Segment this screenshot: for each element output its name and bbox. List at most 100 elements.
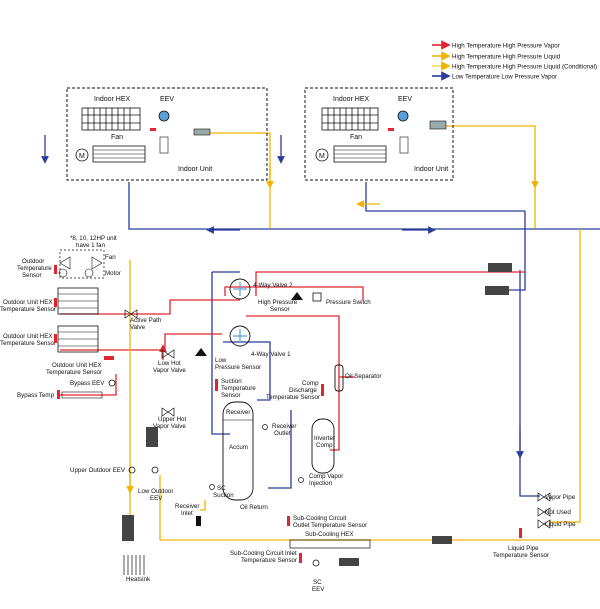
yellow-pipe-receiver-inlet — [200, 500, 206, 511]
note-line-2: have 1 fan — [76, 242, 105, 249]
sc-filter-icon — [339, 558, 359, 566]
liquid-pipe-sensor-l2: Temperature Sensor — [493, 552, 549, 559]
high-pressure-sensor-icon — [291, 292, 303, 300]
indoor-hex-coil-2 — [321, 107, 379, 131]
heatsink-filter-icon — [122, 515, 134, 541]
upper-outdoor-eev-icon — [128, 466, 136, 474]
low-outdoor-eev-icon — [151, 466, 159, 474]
vapor-filter-icon-1 — [488, 263, 512, 272]
red-pipe-bypass — [60, 374, 117, 396]
low-pressure-l1: Low — [215, 357, 227, 364]
upper-hot-l1: Upper Hot — [158, 416, 186, 423]
low-hot-l2: Vapor Valve — [153, 367, 186, 374]
low-hot-l1: Low Hot — [158, 360, 181, 367]
motor-icon-2 — [315, 148, 329, 162]
not-used-valve-icon — [537, 507, 551, 517]
low-pressure-l2: Pressure Sensor — [215, 364, 261, 371]
comp-discharge-l1: Comp — [302, 380, 319, 387]
red-pipe-hex1 — [60, 299, 240, 315]
comp-discharge-l2: Discharge — [289, 387, 317, 394]
indoor-unit-1-box — [66, 87, 268, 181]
hex2-sensor-l1: Outdoor Unit HEX — [3, 333, 53, 340]
not-used-label: Not Used — [545, 509, 571, 516]
red-pipe-hex2 — [60, 333, 222, 351]
fan-icon — [92, 145, 146, 163]
distributor-icon-2 — [399, 136, 409, 154]
outdoor-temp-sensor-marker — [54, 265, 57, 274]
suction-sensor-l3: Sensor — [221, 392, 241, 399]
eev-valve-icon — [158, 110, 170, 122]
indoor-unit-label-2: Indoor Unit — [414, 166, 448, 173]
receiver-outlet-l2: Outlet — [274, 430, 291, 437]
comp-discharge-l3: Temperatue Sensor — [266, 394, 320, 401]
outdoor-fan-icon-2 — [91, 256, 103, 270]
eev-label: EEV — [160, 96, 174, 103]
sc-outlet-sensor-l1: Sub-Cooling Circuit — [293, 515, 347, 522]
vapor-filter-icon-2 — [485, 286, 509, 295]
hex2-outlet-marker — [104, 356, 114, 360]
four-way-valves: 4-Way Valve 2 4-Way Valve 1 High Pressur… — [195, 278, 371, 371]
hex3-sensor-l2: Temperature Sensor — [46, 369, 102, 376]
sc-inlet-sensor-l1: Sub-Cooling Circuit Inlet — [230, 550, 297, 557]
strainer-icon-2 — [429, 120, 447, 130]
distributor-icon — [159, 136, 169, 154]
inverter-comp-vessel — [311, 418, 335, 474]
strainer-icon — [193, 128, 211, 136]
indoor-sensor-marker — [150, 128, 156, 131]
outdoor-temp-sensor-l1: Outdoor — [22, 258, 44, 265]
indoor-hex-label-2: Indoor HEX — [333, 96, 370, 103]
fan-label: Fan — [111, 134, 123, 141]
service-valves: Vapor Pipe Not Used Liquid Pipe Liquid P… — [485, 263, 576, 559]
blue-pipe-4way-accum — [211, 272, 230, 435]
legend-label-hthp-vapor: High Temperature High Pressure Vapor — [452, 43, 560, 50]
motor-text: Motor — [105, 270, 121, 277]
low-pressure-sensor-icon — [195, 348, 207, 356]
receiver-inlet-l1: Receiver — [175, 503, 199, 510]
indoor-sensor-marker-2 — [388, 128, 394, 131]
indoor-unit-1: Indoor HEX EEV Fan M Indoor Unit — [66, 87, 268, 181]
liquid-filter-icon — [432, 536, 452, 544]
compressor-area: Comp Discharge Temperatue Sensor Oil Sep… — [266, 364, 381, 487]
accumulator-area: Suction Temperature Sensor Receiver Accu… — [175, 378, 296, 526]
low-hot-vapor-valve-icon — [161, 349, 175, 359]
subcooling-area: Sub-Cooling Circuit Outlet Temperature S… — [230, 515, 452, 593]
oil-return-label: Oil Return — [240, 504, 268, 511]
blue-pipe-vapor-service — [519, 270, 540, 497]
suction-sensor-l2: Temperature — [221, 385, 256, 392]
red-pipe-4way-out — [255, 271, 525, 296]
yellow-pipe-indoor2 — [432, 125, 536, 228]
vapor-pipe-valve-icon — [537, 492, 551, 502]
active-path-l2: Valve — [130, 324, 146, 331]
outdoor-motor-icon — [58, 268, 68, 278]
sc-inlet-sensor-marker — [299, 553, 302, 563]
inverter-comp-l2: Comp — [316, 442, 333, 449]
yellow-pipe-subcool — [159, 475, 600, 541]
outdoor-temp-sensor-l3: Sensor — [22, 272, 42, 279]
upper-hot-vapor-valve-icon — [161, 407, 175, 417]
hex1-sensor-marker — [54, 298, 57, 307]
accum-label: Accum — [229, 444, 248, 451]
fan-icon-2 — [333, 145, 387, 163]
liquid-pipe-sensor-marker — [519, 528, 522, 538]
vapor-pipe-label: Vapor Pipe — [545, 494, 576, 501]
sc-outlet-sensor-marker — [287, 516, 290, 526]
outdoor-temp-sensor-l2: Temperature — [17, 265, 52, 272]
legend-label-hthp-liquid: High Temperature High Pressure Liquid — [452, 54, 561, 61]
sc-inlet-sensor-l2: Temperature Sensor — [241, 557, 297, 564]
outdoor-hex-1: Outdoor Unit HEX Temperature Sensor — [0, 287, 99, 315]
fan-dashed-box — [59, 249, 105, 279]
sc-suction-l2: Suction — [213, 492, 234, 499]
four-way-valve-1-ports — [233, 329, 247, 343]
blue-pipe-indoor1-vapor — [128, 182, 600, 230]
sc-suction-valve-icon — [209, 484, 215, 490]
upper-outdoor-eev-label: Upper Outdoor EEV — [70, 467, 126, 474]
indoor-hex-label: Indoor HEX — [94, 96, 131, 103]
hex1-sensor-l2: Temperature Sensor — [0, 306, 56, 313]
receiver-inlet-l2: Inlet — [181, 510, 193, 517]
low-outdoor-eev-l1: Low Outdoor — [138, 488, 173, 495]
legend: High Temperature High Pressure Vapor Hig… — [432, 40, 597, 81]
outdoor-hex-3-labels: Outdoor Unit HEX Temperature Sensor Bypa… — [17, 362, 116, 399]
receiver-accum-vessel — [222, 401, 254, 501]
red-pipe-4way2 — [224, 286, 364, 300]
bypass-eev-label: Bypass EEV — [70, 380, 105, 387]
